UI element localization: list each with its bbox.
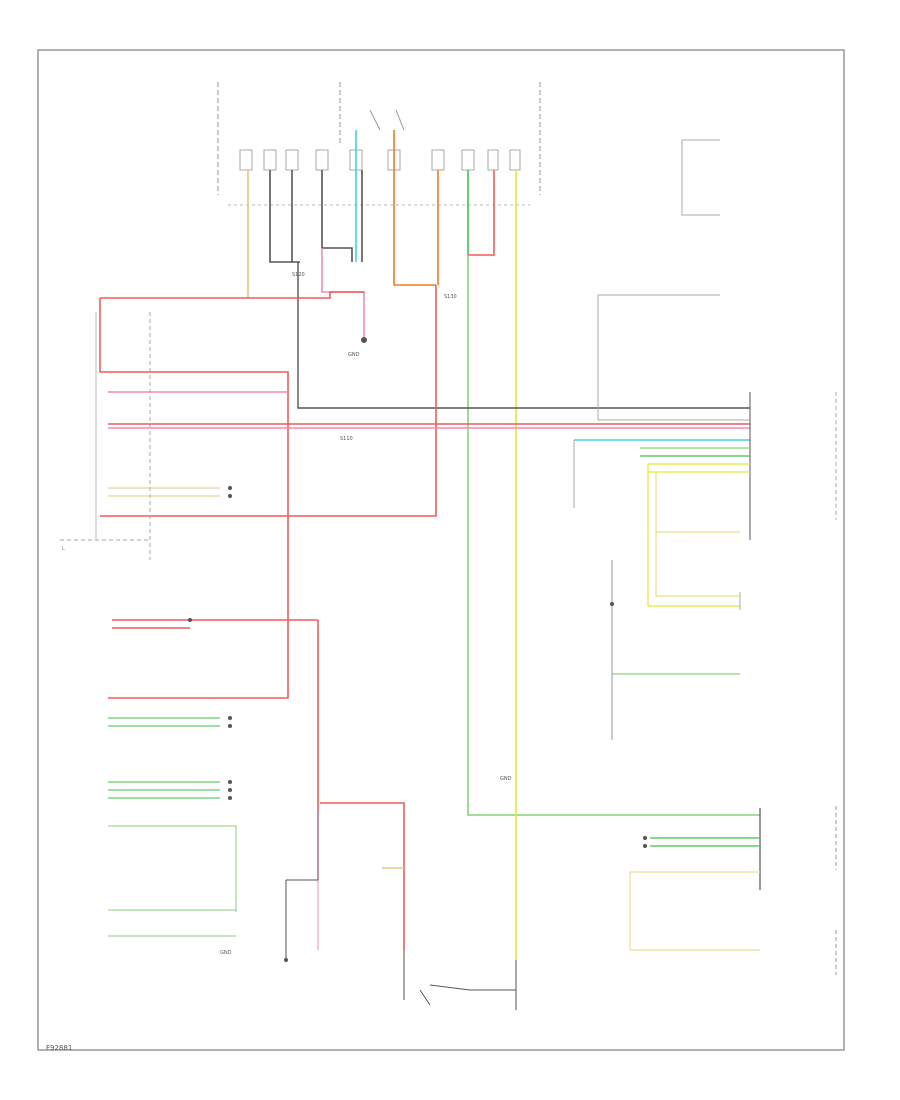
left-module: L xyxy=(60,312,151,560)
right-switches xyxy=(597,139,750,421)
pink-wire-ground xyxy=(321,248,365,338)
fuse-block-top xyxy=(217,82,541,206)
diagram-code: F92881 xyxy=(46,1044,73,1052)
starter-relay xyxy=(403,950,517,1010)
left-module-wires xyxy=(100,371,750,699)
right-sensor-wires xyxy=(611,560,740,740)
ground-label-2: GND xyxy=(220,950,232,956)
right-module xyxy=(640,392,837,610)
connector-dots xyxy=(188,486,647,962)
ground-label-3: GND xyxy=(500,776,512,782)
diagram-frame xyxy=(37,49,845,1051)
splice-label-3: S110 xyxy=(340,436,353,442)
gray-wire xyxy=(297,262,750,409)
svg-text:L: L xyxy=(62,546,65,552)
top-box-wires xyxy=(247,130,760,816)
red-wire-top xyxy=(100,291,364,299)
splice-label-2: S130 xyxy=(444,294,457,300)
splice-label-1: S120 xyxy=(292,272,305,278)
red-wire-long xyxy=(100,285,437,517)
right-lower-module xyxy=(629,806,837,975)
ground-symbol-1: GND xyxy=(348,337,367,358)
lower-left-wires xyxy=(108,619,405,960)
ground-label-1: GND xyxy=(348,352,360,358)
